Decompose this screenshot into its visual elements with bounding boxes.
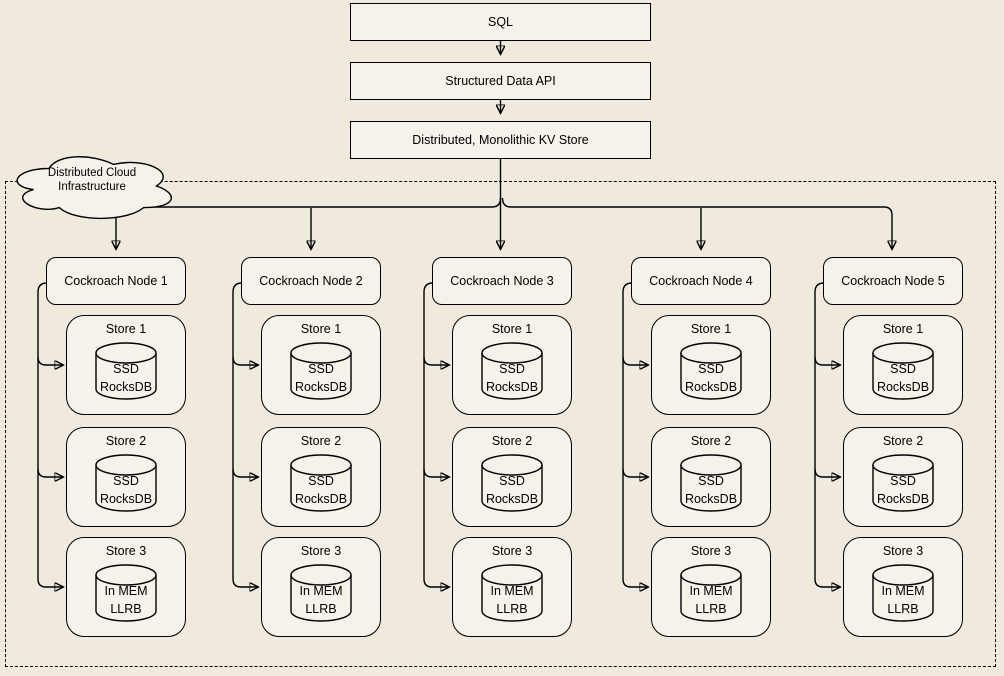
node2-store1-box: Store 1 SSD RocksDB [261,315,381,415]
cockroach-node-2-column: Cockroach Node 2 Store 1 SSD RocksDB Sto… [241,257,381,637]
database-label: In MEM LLRB [881,584,925,616]
cockroach-node-1-label: Cockroach Node 1 [64,274,168,288]
database-cylinder-icon [481,342,543,400]
cockroach-node-4-box: Cockroach Node 4 [631,257,771,305]
cockroach-node-3-column: Cockroach Node 3 Store 1 SSD RocksDB Sto… [432,257,572,637]
database-cylinder-icon [290,454,352,512]
node2-store2-box: Store 2 SSD RocksDB [261,427,381,527]
structured-data-api-box: Structured Data API [350,62,651,100]
database-label: SSD RocksDB [294,362,348,394]
database-cylinder-icon [290,342,352,400]
database-label: SSD RocksDB [876,474,930,506]
cloud-label-line2: Infrastructure [58,181,126,193]
sql-box-label: SQL [487,15,513,29]
database-cylinder-icon [95,454,157,512]
structured-data-api-label: Structured Data API [445,74,556,88]
kv-store-box: Distributed, Monolithic KV Store [350,121,651,159]
node1-store3-box: Store 3 In MEM LLRB [66,537,186,637]
cockroach-node-5-label: Cockroach Node 5 [841,274,945,288]
store-title: Store 1 [882,322,924,336]
cockroach-node-3-label: Cockroach Node 3 [450,274,554,288]
node4-store1-box: Store 1 SSD RocksDB [651,315,771,415]
node5-store1-box: Store 1 SSD RocksDB [843,315,963,415]
cockroach-node-1-column: Cockroach Node 1 Store 1 SSD RocksDB Sto… [46,257,186,637]
database-cylinder-icon [680,454,742,512]
database-cylinder-icon [290,564,352,622]
database-label: In MEM LLRB [689,584,733,616]
database-label: In MEM LLRB [104,584,148,616]
sql-box: SQL [350,3,651,41]
cockroach-node-4-label: Cockroach Node 4 [649,274,753,288]
database-cylinder-icon [481,564,543,622]
store-title: Store 1 [300,322,342,336]
store-title: Store 2 [882,434,924,448]
database-cylinder-icon [95,342,157,400]
cockroach-node-2-box: Cockroach Node 2 [241,257,381,305]
database-cylinder-icon [481,454,543,512]
node1-store2-box: Store 2 SSD RocksDB [66,427,186,527]
store-title: Store 2 [300,434,342,448]
node3-store2-box: Store 2 SSD RocksDB [452,427,572,527]
cloud-shape [16,156,172,220]
store-title: Store 3 [491,544,533,558]
cloud-label-line1: Distributed Cloud [47,167,137,179]
database-label: In MEM LLRB [299,584,343,616]
store-title: Store 3 [300,544,342,558]
cockroach-node-4-column: Cockroach Node 4 Store 1 SSD RocksDB Sto… [631,257,771,637]
database-label: SSD RocksDB [99,474,153,506]
database-label: SSD RocksDB [485,474,539,506]
database-label: SSD RocksDB [99,362,153,394]
kv-store-label: Distributed, Monolithic KV Store [412,133,589,147]
store-title: Store 3 [690,544,732,558]
database-label: In MEM LLRB [490,584,534,616]
database-cylinder-icon [680,564,742,622]
cockroach-node-5-box: Cockroach Node 5 [823,257,963,305]
database-label: SSD RocksDB [485,362,539,394]
database-cylinder-icon [872,564,934,622]
store-title: Store 3 [105,544,147,558]
node4-store3-box: Store 3 In MEM LLRB [651,537,771,637]
database-cylinder-icon [95,564,157,622]
database-label: SSD RocksDB [876,362,930,394]
node3-store3-box: Store 3 In MEM LLRB [452,537,572,637]
node4-store2-box: Store 2 SSD RocksDB [651,427,771,527]
store-title: Store 3 [882,544,924,558]
database-cylinder-icon [872,342,934,400]
cockroach-node-5-column: Cockroach Node 5 Store 1 SSD RocksDB Sto… [823,257,963,637]
store-title: Store 2 [491,434,533,448]
store-title: Store 2 [105,434,147,448]
store-title: Store 2 [690,434,732,448]
cloud-label: Distributed Cloud Infrastructure [6,166,178,194]
cockroach-node-2-label: Cockroach Node 2 [259,274,363,288]
database-label: SSD RocksDB [684,474,738,506]
store-title: Store 1 [105,322,147,336]
store-title: Store 1 [690,322,732,336]
database-label: SSD RocksDB [684,362,738,394]
node1-store1-box: Store 1 SSD RocksDB [66,315,186,415]
node5-store3-box: Store 3 In MEM LLRB [843,537,963,637]
node3-store1-box: Store 1 SSD RocksDB [452,315,572,415]
node2-store3-box: Store 3 In MEM LLRB [261,537,381,637]
cockroach-node-3-box: Cockroach Node 3 [432,257,572,305]
database-label: SSD RocksDB [294,474,348,506]
node5-store2-box: Store 2 SSD RocksDB [843,427,963,527]
store-title: Store 1 [491,322,533,336]
database-cylinder-icon [872,454,934,512]
database-cylinder-icon [680,342,742,400]
cockroach-node-1-box: Cockroach Node 1 [46,257,186,305]
